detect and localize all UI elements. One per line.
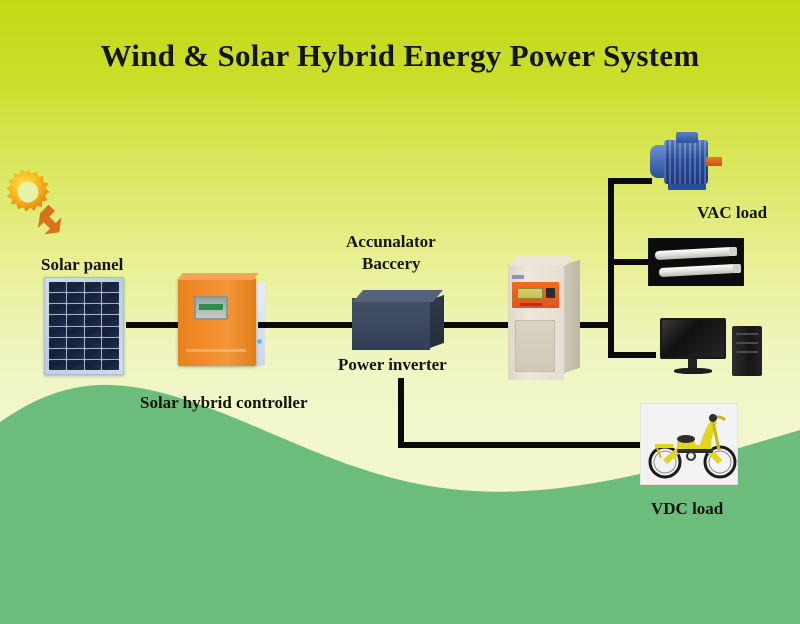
vdc-load-label: VDC load <box>651 499 724 518</box>
cabinet-lcd-display <box>517 288 543 299</box>
solar-hybrid-controller <box>177 273 265 367</box>
motor-terminal-box <box>676 132 698 143</box>
controller-vent <box>186 349 246 352</box>
dc-branch-vertical <box>398 378 404 448</box>
cabinet-top <box>509 256 573 266</box>
solar-cell <box>84 326 102 337</box>
battery-side <box>430 294 444 348</box>
solar-cell <box>66 326 84 337</box>
solar-cell <box>84 359 102 370</box>
solar-cell <box>102 326 119 337</box>
solar-cell <box>102 315 119 326</box>
solar-cell <box>84 315 102 326</box>
solar-panel-cells <box>49 282 119 370</box>
wire-bus-to-motor <box>608 178 652 184</box>
desktop-computer <box>660 318 764 380</box>
power-inverter-label: Power inverter <box>338 355 447 374</box>
solar-cell <box>102 293 119 304</box>
solar-cell <box>66 293 84 304</box>
accumulator-label-line1: Accunalator <box>346 232 436 251</box>
solar-cell <box>102 337 119 348</box>
solar-cell <box>49 337 66 348</box>
wire-controller-to-battery <box>258 322 354 328</box>
solar-cell <box>66 348 84 359</box>
cabinet-side <box>564 259 580 373</box>
solar-cell <box>49 348 66 359</box>
solar-cell <box>84 304 102 315</box>
solar-cell <box>66 359 84 370</box>
motor-foot <box>668 182 706 190</box>
fluorescent-lamp <box>648 238 744 286</box>
ac-bus-lower-vertical <box>608 322 614 358</box>
motor-shaft <box>706 157 722 166</box>
computer-tower <box>732 326 762 376</box>
solar-cell <box>102 359 119 370</box>
controller-display <box>194 296 228 320</box>
solar-cell <box>49 326 66 337</box>
solar-cell <box>66 315 84 326</box>
accumulator-battery <box>352 288 444 350</box>
monitor-stand-base <box>674 368 712 374</box>
solar-cell <box>102 304 119 315</box>
electric-bike <box>640 403 738 485</box>
ac-motor <box>650 132 730 194</box>
motor-cooling-fins <box>664 140 708 184</box>
wire-bus-to-computer <box>608 352 656 358</box>
wire-bus-to-lamp <box>608 259 648 265</box>
solar-cell <box>49 315 66 326</box>
motor-endcap <box>650 145 668 178</box>
solar-cell <box>84 337 102 348</box>
solar-cell <box>49 304 66 315</box>
motor-body <box>664 140 708 184</box>
solar-cell <box>49 293 66 304</box>
solar-cell <box>49 282 66 293</box>
page-title: Wind & Solar Hybrid Energy Power System <box>100 38 700 73</box>
lamp-tube <box>654 246 734 261</box>
solar-panel-label: Solar panel <box>41 255 124 274</box>
solar-cell <box>102 348 119 359</box>
solar-cell <box>102 282 119 293</box>
cabinet-button[interactable] <box>546 288 555 298</box>
solar-cell <box>66 304 84 315</box>
lamp-tube <box>658 263 738 278</box>
wire-battery-to-inverter <box>444 322 510 328</box>
accumulator-label-line2: Baccery <box>362 254 421 273</box>
battery-front <box>352 298 430 350</box>
monitor-stand-neck <box>688 359 697 369</box>
solar-cell <box>66 337 84 348</box>
lamp-endcap <box>729 247 737 256</box>
cabinet-logo <box>512 275 524 279</box>
solar-cell <box>66 282 84 293</box>
cabinet-control-panel <box>512 282 559 308</box>
controller-led <box>257 339 262 344</box>
cabinet-door <box>515 320 555 372</box>
controller-top <box>177 273 259 280</box>
electric-bike-illustration <box>648 414 737 479</box>
wire-panel-to-controller <box>126 322 180 328</box>
wire-inverter-to-bus <box>580 322 614 328</box>
solar-cell <box>84 293 102 304</box>
lamp-endcap <box>733 264 741 273</box>
solar-panel <box>44 277 124 375</box>
battery-top <box>352 290 444 302</box>
cabinet-front <box>508 264 564 380</box>
solar-cell <box>84 282 102 293</box>
computer-monitor <box>660 318 726 359</box>
solar-cell <box>84 348 102 359</box>
wire-dc-to-bike <box>398 442 644 448</box>
vac-load-label: VAC load <box>697 203 768 222</box>
arrow-down-right-icon <box>37 205 62 235</box>
power-inverter-cabinet <box>508 256 580 380</box>
controller-body <box>177 273 259 366</box>
cabinet-marking <box>520 303 542 306</box>
green-hill <box>0 384 800 624</box>
sun-icon <box>6 169 50 212</box>
ac-bus-vertical <box>608 178 614 328</box>
solar-cell <box>49 359 66 370</box>
solar-hybrid-controller-label: Solar hybrid controller <box>140 393 308 412</box>
